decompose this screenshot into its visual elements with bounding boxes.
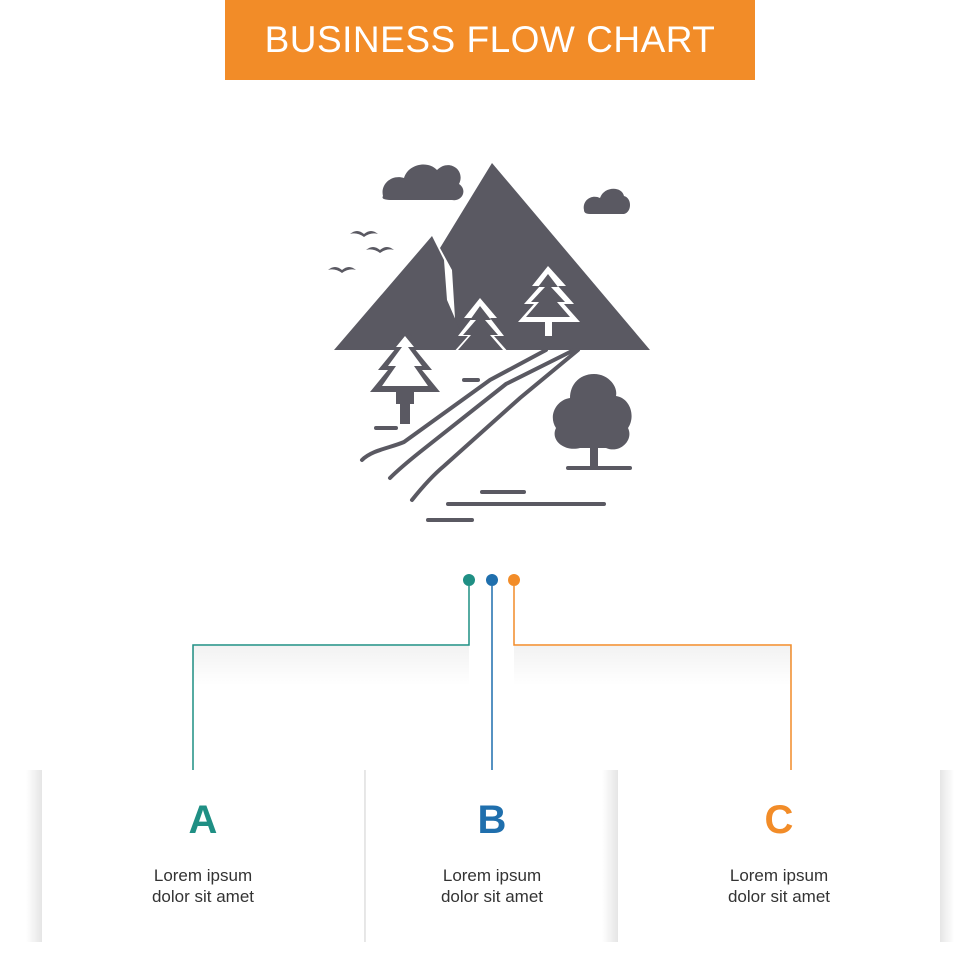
dot-b [486, 574, 498, 586]
step-text-b: Lorem ipsum dolor sit amet [440, 866, 544, 906]
mountain-icon [334, 236, 500, 350]
mountain-icon [440, 163, 650, 350]
cloud-icon [382, 164, 464, 201]
tree-icon [552, 374, 632, 468]
step-letter-c: C [764, 798, 794, 842]
connector-c [513, 586, 792, 780]
landscape-mountains-trees-icon [328, 163, 650, 522]
step-text-c: Lorem ipsum dolor sit amet [727, 866, 831, 906]
dot-a [463, 574, 475, 586]
step-card-c: C Lorem ipsum dolor sit amet [618, 770, 940, 942]
cloud-icon [583, 188, 630, 214]
step-card-a: A Lorem ipsum dolor sit amet [42, 770, 364, 942]
page-title: BUSINESS FLOW CHART [264, 19, 716, 60]
dot-c [508, 574, 520, 586]
connector-a [192, 586, 470, 780]
title-banner: BUSINESS FLOW CHART [225, 0, 755, 80]
step-text-a: Lorem ipsum dolor sit amet [151, 866, 255, 906]
step-letter-a: A [188, 798, 218, 842]
step-card-b: B Lorem ipsum dolor sit amet [366, 770, 618, 942]
step-letter-b: B [477, 798, 507, 842]
